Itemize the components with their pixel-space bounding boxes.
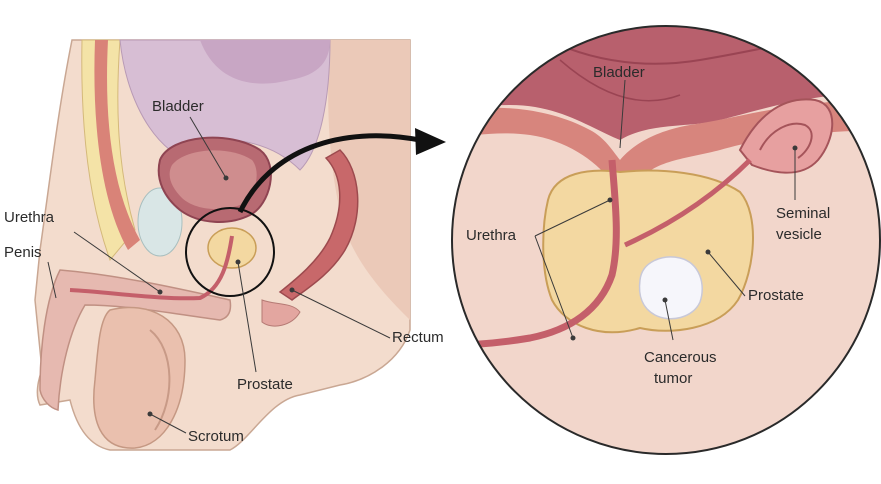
intestine-fold [200, 40, 330, 84]
label-seminal-line2: vesicle [776, 226, 822, 243]
label-tumor-line1: Cancerous [644, 349, 717, 366]
cancerous-tumor [638, 256, 703, 320]
label-urethra-inset: Urethra [466, 227, 517, 244]
urethra-inset [452, 159, 620, 349]
seminal-vesicle-coil [759, 122, 813, 159]
label-tumor-line2: tumor [654, 370, 692, 387]
ejaculatory-duct [623, 158, 752, 248]
inset-border [451, 25, 881, 455]
seminal-vesicle-inset [738, 98, 834, 174]
zoom-circle [185, 207, 275, 297]
sagittal-body-view [34, 39, 411, 451]
back-shading [328, 40, 410, 320]
left-labels: Bladder Urethra Penis Rectum Prostate Sc… [4, 98, 444, 445]
prostate-left [207, 227, 257, 269]
label-rectum-left: Rectum [392, 329, 444, 346]
bladder-lumen-inset-2 [559, 59, 681, 102]
label-prostate-inset: Prostate [748, 287, 804, 304]
pubic-bone [137, 187, 183, 257]
label-scrotum-left: Scrotum [188, 428, 244, 445]
label-urethra-left: Urethra [4, 209, 55, 226]
abdominal-wall [94, 40, 140, 250]
label-seminal-line1: Seminal [776, 205, 830, 222]
right-labels: Bladder Urethra Seminal vesicle Prostate… [466, 64, 830, 387]
label-bladder-left: Bladder [152, 98, 204, 115]
scrotum-left [93, 306, 186, 449]
urethra-left [69, 235, 234, 301]
bladder-left-inner [169, 150, 257, 210]
label-penis-left: Penis [4, 244, 42, 261]
label-bladder-inset: Bladder [593, 64, 645, 81]
anal-canal [261, 299, 301, 327]
rectum-left [278, 149, 359, 301]
zoom-arrow [237, 128, 446, 214]
leader-lines [47, 79, 798, 434]
label-prostate-left: Prostate [237, 376, 293, 393]
